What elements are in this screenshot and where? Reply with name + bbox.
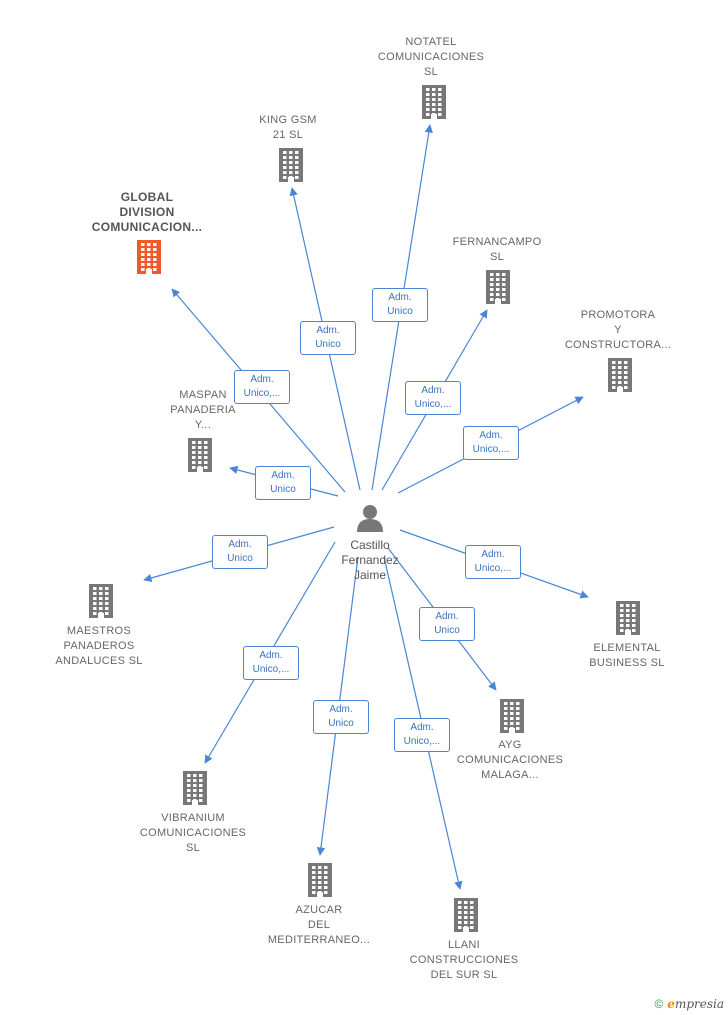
building-icon[interactable] <box>605 358 635 392</box>
edge-role-label: Adm. Unico <box>313 700 369 734</box>
building-icon[interactable] <box>86 584 116 618</box>
company-name-ayg[interactable]: AYG COMUNICACIONES MALAGA... <box>456 739 564 781</box>
company-name-global[interactable]: GLOBAL DIVISION COMUNICACION... <box>91 190 203 234</box>
company-name-fernancampo[interactable]: FERNANCAMPO SL <box>452 236 542 263</box>
building-icon[interactable] <box>276 148 306 182</box>
edge-role-label: Adm. Unico <box>419 607 475 641</box>
building-icon[interactable] <box>180 771 210 805</box>
company-name-vibranium[interactable]: VIBRANIUM COMUNICACIONES SL <box>139 812 247 854</box>
company-name-azucar[interactable]: AZUCAR DEL MEDITERRANEO... <box>267 904 371 946</box>
edge-role-label: Adm. Unico <box>212 535 268 569</box>
building-icon[interactable] <box>451 898 481 932</box>
edge-role-label: Adm. Unico <box>300 321 356 355</box>
person-icon[interactable] <box>355 503 385 533</box>
company-name-notatel[interactable]: NOTATEL COMUNICACIONES SL <box>377 36 485 78</box>
edge-role-label: Adm. Unico,... <box>465 545 521 579</box>
building-icon[interactable] <box>185 438 215 472</box>
building-icon[interactable] <box>419 85 449 119</box>
edge-role-label: Adm. Unico,... <box>463 426 519 460</box>
building-icon[interactable] <box>613 601 643 635</box>
company-name-kinggsm[interactable]: KING GSM 21 SL <box>259 114 317 141</box>
edge-role-label: Adm. Unico,... <box>394 718 450 752</box>
company-name-promotora[interactable]: PROMOTORA Y CONSTRUCTORA... <box>564 309 672 351</box>
company-name-elemental[interactable]: ELEMENTAL BUSINESS SL <box>589 642 665 669</box>
company-name-maestros[interactable]: MAESTROS PANADEROS ANDALUCES SL <box>55 625 143 667</box>
building-icon[interactable] <box>134 240 164 274</box>
edge-role-label: Adm. Unico <box>372 288 428 322</box>
edge-role-label: Adm. Unico <box>255 466 311 500</box>
person-name[interactable]: Castillo Fernandez Jaime <box>341 538 399 582</box>
building-icon[interactable] <box>305 863 335 897</box>
building-icon[interactable] <box>497 699 527 733</box>
company-name-maspan[interactable]: MASPAN PANADERIA Y... <box>170 389 236 431</box>
edge-role-label: Adm. Unico,... <box>405 381 461 415</box>
edge-role-label: Adm. Unico,... <box>243 646 299 680</box>
brand-initial: e <box>667 997 675 1011</box>
footer-brand: ©empresia <box>654 997 724 1011</box>
edge-role-label: Adm. Unico,... <box>234 370 290 404</box>
building-icon[interactable] <box>483 270 513 304</box>
brand-name: mpresia <box>674 997 724 1011</box>
company-name-llani[interactable]: LLANI CONSTRUCCIONES DEL SUR SL <box>409 939 519 981</box>
copyright-icon: © <box>654 997 664 1011</box>
